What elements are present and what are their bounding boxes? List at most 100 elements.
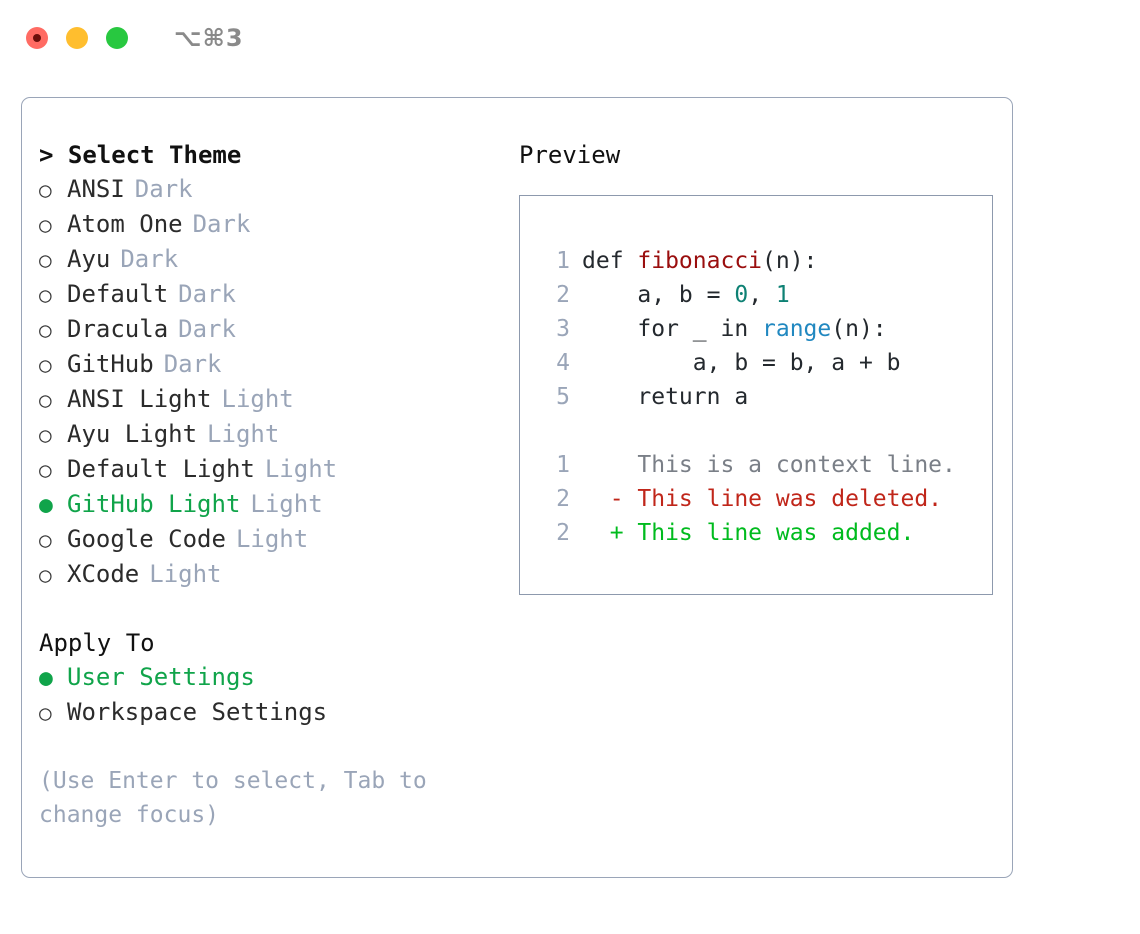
radio-unselected-icon: ○: [39, 563, 52, 587]
apply-to-list: ● User Settings ○ Workspace Settings: [39, 660, 501, 730]
diff-line-ctx: 1 This is a context line.: [544, 448, 992, 482]
diff-line-del: 2 - This line was deleted.: [544, 482, 992, 516]
apply-to-item-label: User Settings: [67, 663, 255, 691]
theme-item-3[interactable]: ○ Default Dark: [39, 277, 501, 312]
line-number: 4: [556, 350, 570, 376]
theme-variant-tag: Light: [149, 560, 222, 588]
theme-item-label: Ayu: [67, 245, 111, 273]
apply-to-item-1[interactable]: ○ Workspace Settings: [39, 695, 501, 730]
code-line: 4 a, b = b, a + b: [544, 346, 992, 380]
theme-item-label: Default Light: [67, 455, 255, 483]
theme-variant-tag: Dark: [178, 315, 236, 343]
theme-variant-tag: Light: [221, 385, 294, 413]
maximize-window-button[interactable]: [106, 27, 128, 49]
theme-variant-tag: Light: [235, 525, 309, 553]
radio-unselected-icon: ○: [39, 283, 52, 307]
theme-variant-tag: Light: [207, 420, 280, 448]
radio-unselected-icon: ○: [39, 178, 52, 202]
code-token: 0: [734, 282, 749, 308]
line-number: 1: [556, 248, 570, 274]
minimize-window-button[interactable]: [66, 27, 88, 49]
diff-line-text: This is a context line.: [582, 452, 956, 478]
line-number: 2: [556, 486, 570, 512]
radio-unselected-icon: ○: [39, 388, 52, 412]
code-line: 3 for _ in range(n):: [544, 312, 992, 346]
diff-line-text: - This line was deleted.: [582, 486, 943, 512]
theme-item-label: GitHub: [67, 350, 154, 378]
code-line: 1 def fibonacci(n):: [544, 244, 992, 278]
code-token: 1: [775, 282, 790, 308]
radio-selected-icon: ●: [39, 492, 53, 518]
theme-item-6[interactable]: ○ ANSI Light Light: [39, 382, 501, 417]
theme-item-11[interactable]: ○ XCode Light: [39, 557, 501, 592]
theme-item-label: GitHub Light: [67, 490, 241, 518]
line-number: 3: [556, 316, 570, 342]
close-window-button[interactable]: [26, 27, 48, 49]
theme-item-9[interactable]: ● GitHub Light Light: [39, 487, 501, 522]
theme-variant-tag: Dark: [178, 280, 236, 308]
line-number: 2: [556, 520, 570, 546]
theme-item-label: XCode: [67, 560, 140, 588]
theme-item-4[interactable]: ○ Dracula Dark: [39, 312, 501, 347]
theme-variant-tag: Dark: [134, 175, 193, 203]
code-token: def: [582, 248, 638, 274]
apply-to-item-0[interactable]: ● User Settings: [39, 660, 501, 695]
theme-item-label: Default: [67, 280, 169, 308]
code-token: a, b =: [582, 282, 735, 308]
select-theme-heading: > Select Theme: [39, 141, 242, 169]
radio-unselected-icon: ○: [39, 353, 52, 377]
preview-spacer: [544, 414, 992, 448]
apply-to-heading: Apply To: [39, 629, 155, 657]
theme-item-label: Atom One: [67, 210, 183, 238]
code-line: 2 a, b = 0, 1: [544, 278, 992, 312]
keyboard-shortcut-label: ⌥⌘3: [174, 24, 244, 52]
theme-item-10[interactable]: ○ Google Code Light: [39, 522, 501, 557]
theme-variant-tag: Light: [264, 455, 338, 483]
radio-unselected-icon: ○: [39, 318, 52, 342]
theme-item-label: ANSI Light: [67, 385, 212, 413]
theme-item-5[interactable]: ○ GitHub Dark: [39, 347, 501, 382]
line-number: 5: [556, 384, 570, 410]
theme-item-8[interactable]: ○ Default Light Light: [39, 452, 501, 487]
code-token: (n):: [762, 248, 818, 274]
radio-unselected-icon: ○: [39, 213, 52, 237]
keyboard-hint-text: (Use Enter to select, Tab to change focu…: [39, 768, 427, 828]
theme-variant-tag: Dark: [120, 245, 179, 273]
theme-item-label: Google Code: [67, 525, 226, 553]
preview-heading: Preview: [519, 141, 621, 169]
diff-line-add: 2 + This line was added.: [544, 516, 992, 550]
code-token: fibonacci: [637, 248, 763, 274]
radio-unselected-icon: ○: [39, 423, 52, 447]
window-controls: [26, 27, 128, 49]
code-token: ,: [748, 282, 776, 308]
theme-item-label: ANSI: [67, 175, 125, 203]
section-spacer: [39, 592, 501, 626]
line-number: 1: [556, 452, 570, 478]
theme-item-label: Dracula: [67, 315, 169, 343]
code-token: return a: [582, 384, 749, 410]
radio-unselected-icon: ○: [39, 458, 52, 482]
diff-line-text: + This line was added.: [582, 520, 915, 546]
theme-variant-tag: Light: [250, 490, 323, 518]
code-line: 5 return a: [544, 380, 992, 414]
radio-selected-icon: ●: [39, 665, 53, 691]
radio-unselected-icon: ○: [39, 248, 52, 272]
code-token: range: [762, 316, 832, 342]
radio-unselected-icon: ○: [39, 701, 52, 725]
line-number: 2: [556, 282, 570, 308]
theme-item-0[interactable]: ○ ANSI Dark: [39, 172, 501, 207]
theme-variant-tag: Dark: [163, 350, 222, 378]
theme-item-2[interactable]: ○ Ayu Dark: [39, 242, 501, 277]
diff-sample: 1 This is a context line.2 - This line w…: [544, 448, 992, 550]
radio-unselected-icon: ○: [39, 528, 52, 552]
apply-to-item-label: Workspace Settings: [67, 698, 328, 726]
code-token: (n):: [831, 316, 887, 342]
